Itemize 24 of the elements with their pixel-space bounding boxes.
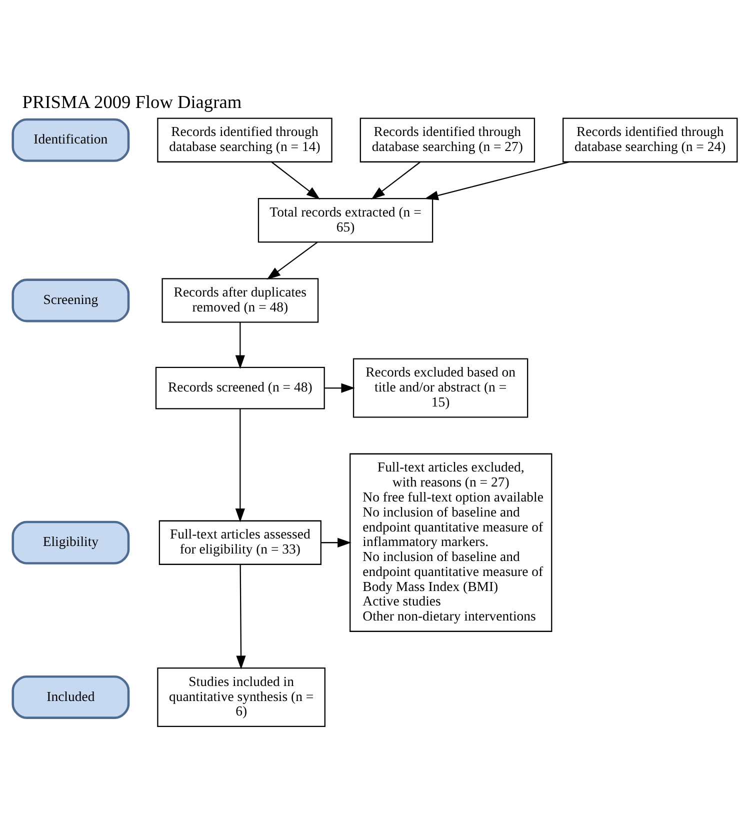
node-box: Records identified through database searching (n = 27) — [360, 117, 536, 162]
arrow — [266, 241, 318, 280]
arrow — [235, 322, 245, 369]
node-box: Records screened (n = 48) — [155, 366, 325, 409]
node-box: Studies included in quantitative synthesis (n = 6) — [157, 666, 326, 726]
node-box: Records identified through database searching (n = 14) — [157, 117, 332, 162]
arrow — [235, 408, 245, 522]
node-box: Included — [12, 674, 130, 718]
node-box: Screening — [12, 278, 130, 322]
node-box: Total records extracted (n = 65) — [258, 197, 434, 242]
node-box: Records excluded based on title and/or abstract (n = 15) — [352, 358, 528, 418]
arrow — [321, 537, 352, 547]
node-box: Eligibility — [12, 520, 130, 564]
node-box: Records identified through database searching (n = 24) — [562, 117, 738, 162]
node-box: Full-text articles assessed for eligibility (n = 33) — [158, 520, 322, 564]
arrow — [424, 160, 570, 200]
node-box: Full-text articles excluded, with reasons (n = 27) No free full-text option available No inclusion of baseline and endpoint quantitative measure of inflammatory markers. No inclusion of baseline and endpoint quantitative measure of Body Mass Index (BMI) Active studies Other non-dietary interventions — [350, 452, 552, 632]
arrow — [324, 382, 355, 392]
node-box: Records after duplicates removed (n = 48) — [162, 278, 319, 322]
node-box: Identification — [12, 118, 130, 162]
arrow — [371, 161, 420, 200]
arrow — [236, 564, 246, 669]
arrow — [271, 161, 320, 200]
diagram-title: PRISMA 2009 Flow Diagram — [22, 91, 242, 112]
